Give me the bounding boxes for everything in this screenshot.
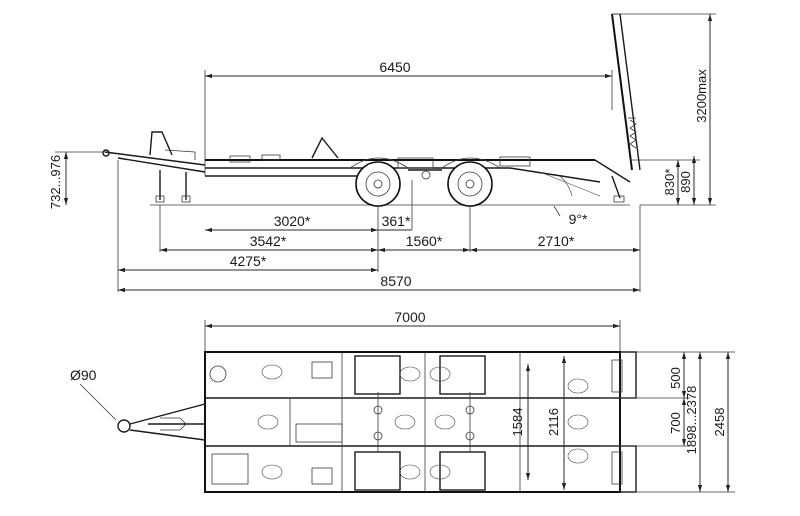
top-deck-patches	[209, 361, 589, 485]
dim-label-7000: 7000	[394, 309, 425, 325]
dim-label-4275: 4275*	[230, 253, 267, 269]
dim-label-2458: 2458	[712, 408, 727, 437]
dim-label-range: 1898...2378	[684, 386, 699, 455]
dim-label-3200max: 3200max	[694, 69, 709, 123]
dim-label-1560: 1560*	[406, 233, 443, 249]
side-drawbar	[102, 131, 206, 203]
top-axles	[354, 355, 486, 491]
dim-label-890: 890	[678, 171, 693, 193]
dim-label-1584: 1584	[510, 408, 525, 437]
side-view: 6450 3200max 830* 890 732...976 3020* 36…	[48, 13, 716, 293]
dim-label-angle: 9°*	[569, 211, 588, 227]
dim-label-830: 830*	[662, 169, 677, 196]
dim-label-2116: 2116	[546, 408, 561, 436]
dim-label-3020: 3020*	[274, 213, 311, 229]
dim-label-361: 361*	[382, 213, 411, 229]
side-frame	[204, 136, 631, 183]
dim-label-2710: 2710*	[538, 233, 575, 249]
dim-label-500: 500	[668, 367, 683, 389]
top-drawbar	[117, 403, 206, 441]
side-ramp	[539, 13, 641, 203]
dim-label-hitch-height: 732...976	[48, 155, 63, 209]
dim-label-8570: 8570	[380, 273, 411, 289]
dim-label-eye: Ø90	[70, 367, 97, 383]
top-view: 7000	[70, 309, 735, 493]
leader-eye	[79, 383, 117, 421]
dim-label-700: 700	[668, 412, 683, 434]
top-deck	[204, 351, 637, 493]
dim-label-6450: 6450	[379, 59, 410, 75]
side-wheels	[349, 157, 501, 207]
dim-label-3542: 3542*	[250, 233, 287, 249]
